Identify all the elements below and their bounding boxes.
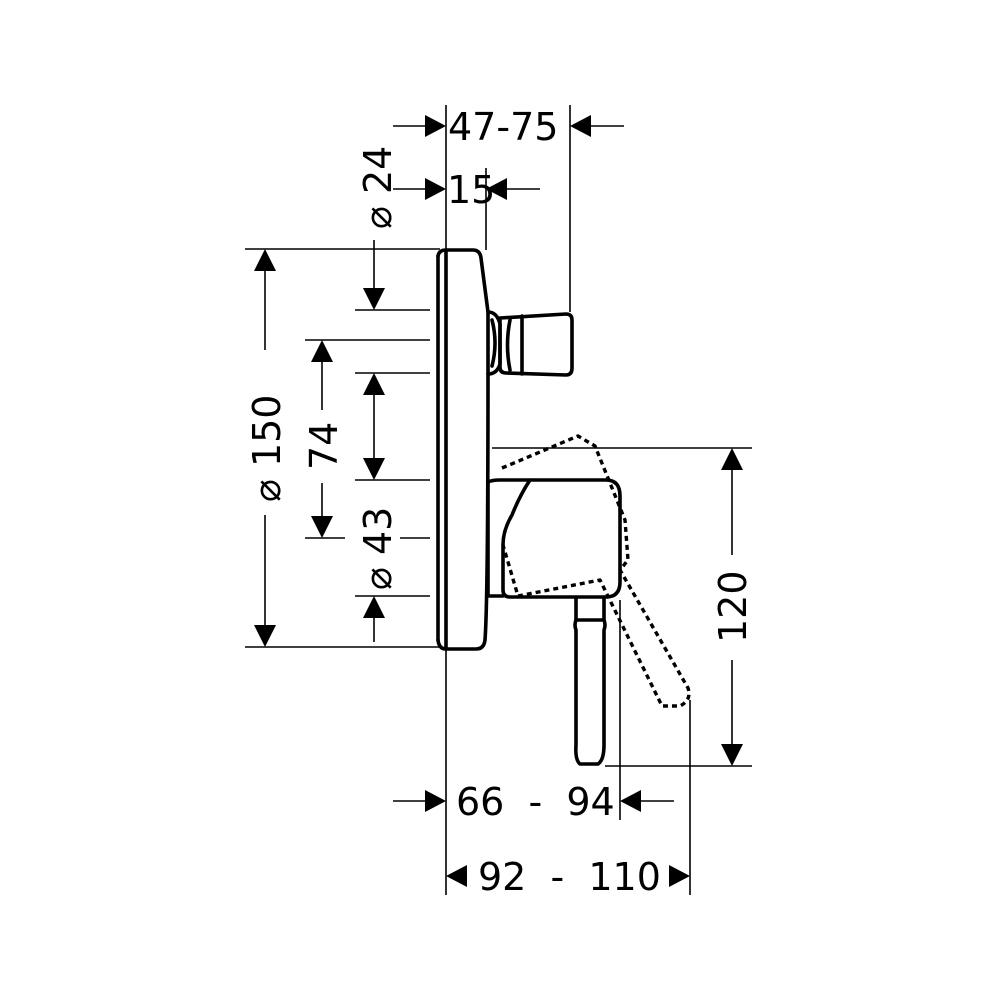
arrowheads — [254, 115, 743, 887]
wall-plate — [444, 248, 490, 651]
extension-lines — [245, 105, 752, 895]
dimension-labels: 47-75 15 ⌀ 24 ⌀ 150 74 ⌀ 43 120 66 - 94 … — [245, 105, 755, 899]
lever-body — [486, 478, 622, 599]
dim-diameter-24: ⌀ 24 — [356, 146, 400, 229]
lever-alt-position — [501, 434, 691, 708]
dim-15: 15 — [447, 168, 495, 212]
mixer-outline — [436, 248, 691, 766]
lever-handle — [573, 595, 607, 766]
dim-diameter-43: ⌀ 43 — [356, 507, 400, 590]
dim-diameter-150: ⌀ 150 — [245, 395, 289, 503]
dim-74: 74 — [302, 422, 346, 470]
dim-66-94: 66 - 94 — [456, 780, 615, 824]
dimension-lines — [264, 125, 733, 802]
dim-47-75: 47-75 — [448, 105, 558, 149]
dim-120: 120 — [711, 570, 755, 643]
dim-92-110: 92 - 110 — [478, 855, 661, 899]
